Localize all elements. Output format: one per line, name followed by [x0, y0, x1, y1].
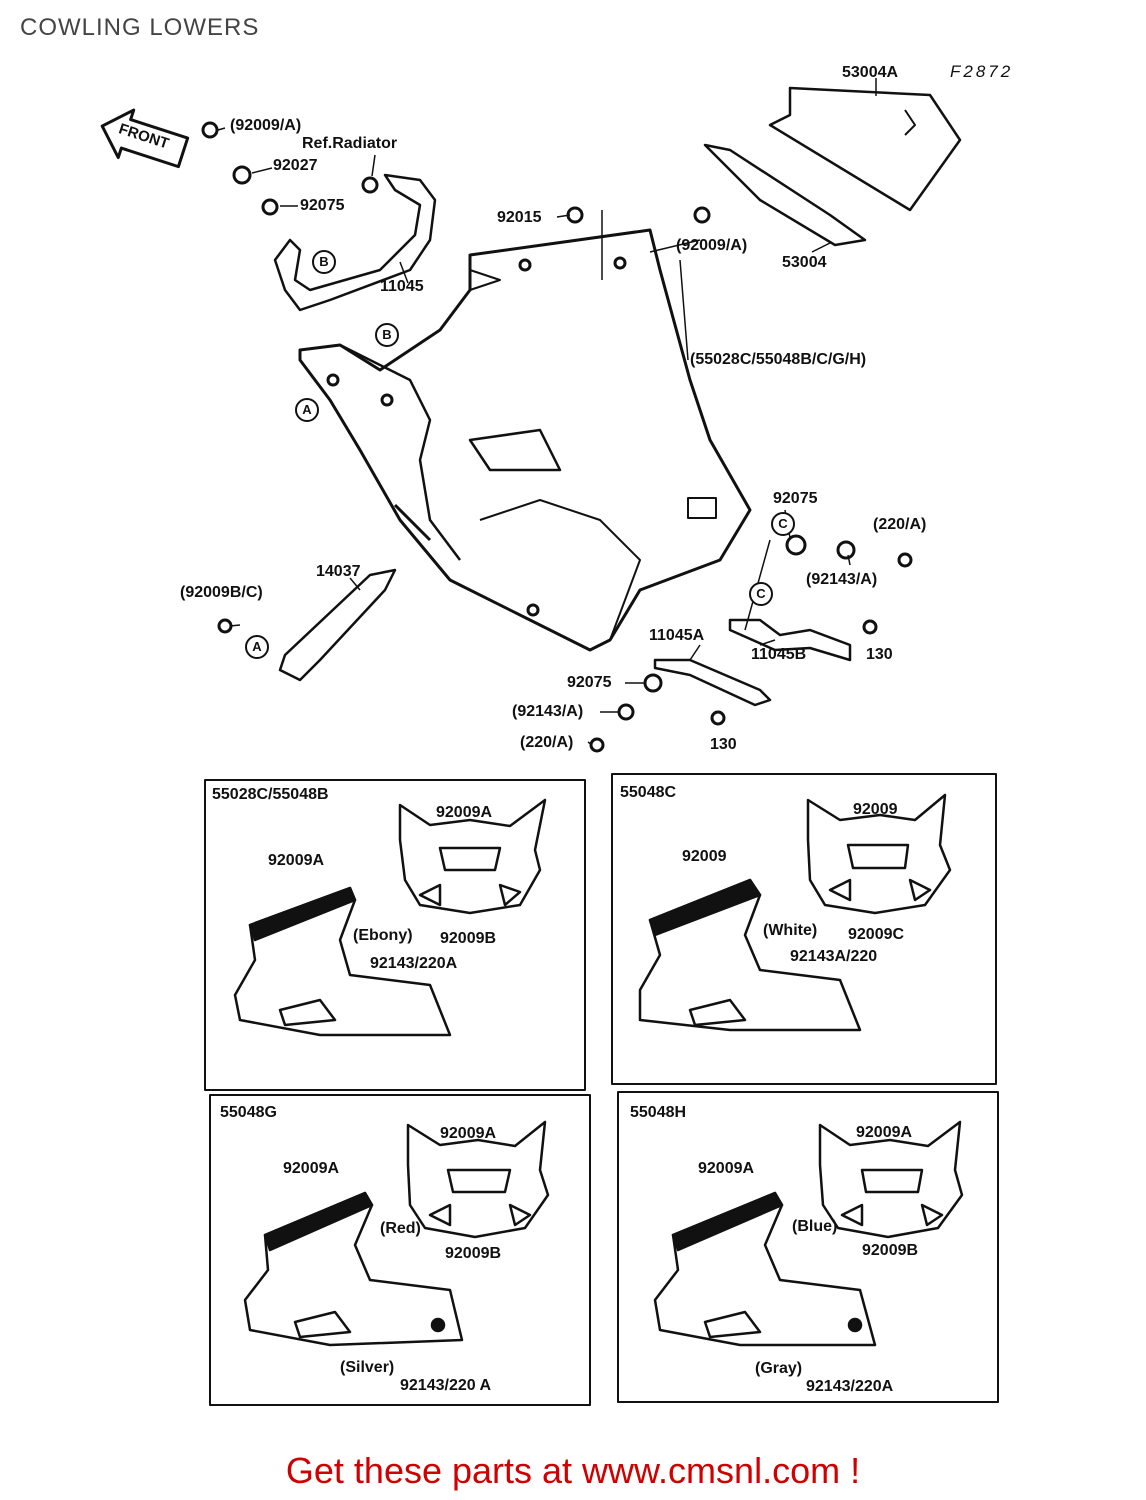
label-92009a-top: (92009/A): [230, 117, 302, 134]
label-130-right: 130: [866, 646, 893, 663]
label-11045b: 11045B: [751, 646, 807, 663]
label-11045a: 11045A: [649, 627, 705, 644]
label-92143a-right: (92143/A): [806, 571, 878, 588]
box1-color-label: (Ebony): [353, 927, 413, 944]
ref-circle-a-1: A: [295, 398, 319, 422]
label-14037: 14037: [316, 563, 361, 580]
label-92143a-low: (92143/A): [512, 703, 584, 720]
box1-side-label: 92009A: [268, 852, 325, 869]
box2-color-label: (White): [763, 922, 818, 939]
label-55028c-set: (55028C/55048B/C/G/H): [690, 351, 867, 368]
box3-cowl: [243, 1120, 550, 1347]
label-92075-right: 92075: [773, 490, 818, 507]
main-cowling: [298, 228, 752, 652]
box2-lower-label: 92009C: [848, 926, 905, 943]
box4-top-label: 92009A: [856, 1124, 913, 1141]
ref-circle-c-1: C: [771, 512, 795, 536]
box1-top-label: 92009A: [436, 804, 493, 821]
label-11045: 11045: [380, 278, 424, 295]
box1-title: 55028C/55048B: [212, 786, 329, 803]
ref-circle-c-2: C: [749, 582, 773, 606]
box2-side-label: 92009: [682, 848, 727, 865]
box2-cowl: [638, 793, 952, 1032]
part-53004: [703, 143, 867, 247]
page-title: COWLING LOWERS: [20, 14, 260, 41]
figure-ref-code: F2872: [950, 62, 1014, 81]
part-14037: [278, 568, 397, 682]
box3-color-label: (Red): [380, 1220, 421, 1237]
box3-title: 55048G: [220, 1104, 277, 1121]
box1-cowl: [233, 798, 547, 1037]
box3-color2-label: (Silver): [340, 1359, 395, 1376]
box4-color2-label: (Gray): [755, 1360, 803, 1377]
box4-title: 55048H: [630, 1104, 687, 1121]
part-11045a: [653, 658, 772, 707]
box4-color-label: (Blue): [792, 1218, 838, 1235]
box3-side-label: 92009A: [283, 1160, 340, 1177]
label-53004: 53004: [782, 254, 827, 271]
box3-bottom-label: 92143/220 A: [400, 1377, 492, 1394]
variant-box-4: [617, 1091, 999, 1403]
part-11045: [273, 173, 437, 312]
box4-side-label: 92009A: [698, 1160, 755, 1177]
front-arrow: [100, 108, 190, 169]
label-ref-radiator: Ref.Radiator: [302, 135, 398, 152]
part-53004a: [768, 86, 962, 212]
box3-lower-label: 92009B: [445, 1245, 502, 1262]
label-130-low: 130: [710, 736, 737, 753]
footer-promo-link[interactable]: Get these parts at www.cmsnl.com !: [285, 1450, 861, 1491]
label-92015: 92015: [497, 209, 542, 226]
label-92027: 92027: [273, 157, 318, 174]
box2-title: 55048C: [620, 784, 677, 801]
box4-lower-label: 92009B: [862, 1242, 919, 1259]
ref-circle-b-2: B: [375, 323, 399, 347]
variant-box-3: [209, 1094, 591, 1406]
box2-top-label: 92009: [853, 801, 898, 818]
box2-bottom-label: 92143A/220: [790, 948, 878, 965]
label-92075-low: 92075: [567, 674, 612, 691]
box4-bottom-label: 92143/220A: [806, 1378, 894, 1395]
label-53004a: 53004A: [842, 64, 899, 81]
label-92009a-mid: (92009/A): [676, 237, 748, 254]
part-11045b: [728, 618, 852, 662]
label-220a-right: (220/A): [873, 516, 927, 533]
box1-bottom-label: 92143/220A: [370, 955, 458, 972]
variant-box-1: [204, 779, 586, 1091]
ref-circle-b-1: B: [312, 250, 336, 274]
label-92075-top: 92075: [300, 197, 345, 214]
box3-top-label: 92009A: [440, 1125, 497, 1142]
label-220a-low: (220/A): [520, 734, 574, 751]
box1-lower-label: 92009B: [440, 930, 497, 947]
variant-box-2: [611, 773, 997, 1085]
label-92009bc: (92009B/C): [180, 584, 263, 601]
box4-cowl: [653, 1120, 964, 1347]
ref-circle-a-2: A: [245, 635, 269, 659]
